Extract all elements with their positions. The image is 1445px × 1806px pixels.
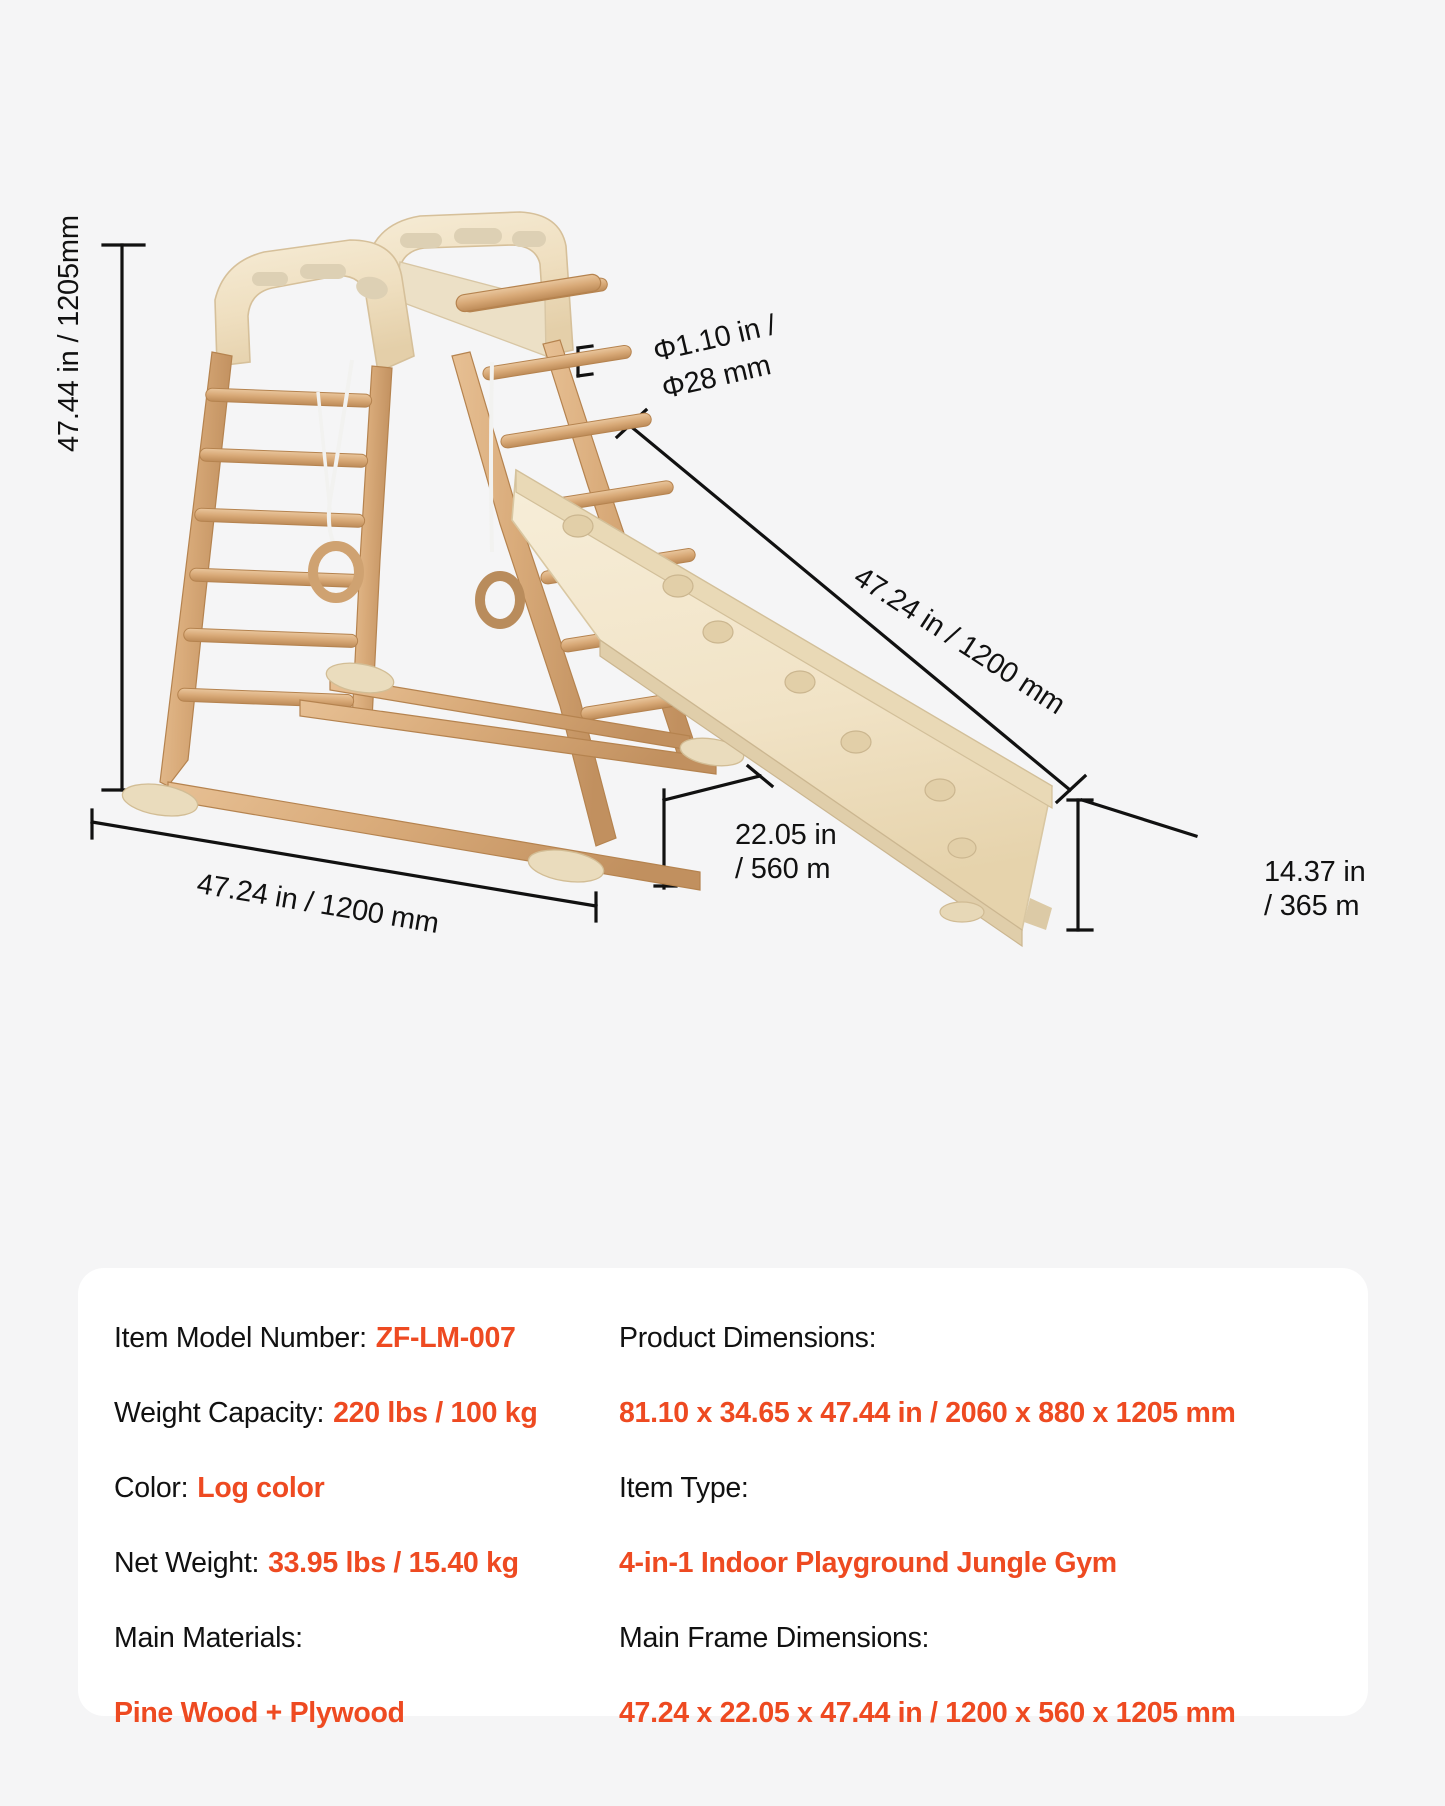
spec-item: Product Dimensions: — [619, 1324, 1368, 1399]
foot-front-left — [121, 783, 199, 817]
spec-item-value: ZF-LM-007 — [375, 1322, 516, 1354]
spec-item-label: Weight Capacity: — [114, 1397, 325, 1429]
spec-item-value: 4-in-1 Indoor Playground Jungle Gym — [619, 1547, 1117, 1579]
foot-rear-right — [679, 737, 745, 767]
spec-item: Main Materials: — [114, 1624, 619, 1699]
dimension-label-slide-thickness: 14.37 in / 365 m — [1264, 856, 1366, 923]
spec-item: Pine Wood + Plywood — [114, 1699, 619, 1774]
spec-item-label: Product Dimensions: — [619, 1322, 877, 1354]
spec-item-label: Net Weight: — [114, 1547, 260, 1579]
spec-item: 4-in-1 Indoor Playground Jungle Gym — [619, 1549, 1368, 1624]
spec-item: Item Type: — [619, 1474, 1368, 1549]
dimension-label-depth: 22.05 in / 560 m — [735, 819, 837, 886]
spec-item-label: Color: — [114, 1472, 189, 1504]
spec-item: 47.24 x 22.05 x 47.44 in / 1200 x 560 x … — [619, 1699, 1368, 1774]
spec-item: Net Weight:33.95 lbs / 15.40 kg — [114, 1549, 619, 1624]
product-illustration — [90, 211, 1199, 948]
foot-front-right — [527, 849, 605, 883]
jungle-gym-frame — [121, 211, 1053, 948]
spec-item-label: Item Type: — [619, 1472, 749, 1504]
gym-ring-left — [308, 359, 364, 603]
spec-item: Color:Log color — [114, 1474, 619, 1549]
base-front-beam — [167, 781, 701, 891]
spec-item-value: 33.95 lbs / 15.40 kg — [268, 1547, 519, 1579]
spec-item-value: 47.24 x 22.05 x 47.44 in / 1200 x 560 x … — [619, 1697, 1236, 1729]
base-rear-beam — [299, 699, 717, 775]
spec-item: Item Model Number:ZF-LM-007 — [114, 1324, 619, 1399]
spec-item-label: Main Materials: — [114, 1622, 303, 1654]
spec-item: 81.10 x 34.65 x 47.44 in / 2060 x 880 x … — [619, 1399, 1368, 1474]
top-dowel-rung — [455, 273, 602, 313]
dimension-lines — [90, 243, 1199, 932]
spec-item-value: 81.10 x 34.65 x 47.44 in / 2060 x 880 x … — [619, 1397, 1236, 1429]
front-plywood-panel — [214, 239, 415, 374]
spec-item-value: 220 lbs / 100 kg — [333, 1397, 538, 1429]
gym-ring-right — [475, 361, 525, 629]
product-diagram: 47.44 in / 1205mm Φ1.10 in / Φ28 mm 47.2… — [53, 211, 1366, 948]
spec-item: Main Frame Dimensions: — [619, 1624, 1368, 1699]
foot-rear-left — [325, 662, 395, 694]
dimension-label-height: 47.44 in / 1205mm — [53, 215, 85, 452]
spec-item-label: Item Model Number: — [114, 1322, 367, 1354]
spec-item: Weight Capacity:220 lbs / 100 kg — [114, 1399, 619, 1474]
spec-item-value: Log color — [197, 1472, 325, 1504]
slide-ramp — [511, 468, 1053, 948]
spec-item-value: Pine Wood + Plywood — [114, 1697, 405, 1729]
spec-item-label: Main Frame Dimensions: — [619, 1622, 930, 1654]
